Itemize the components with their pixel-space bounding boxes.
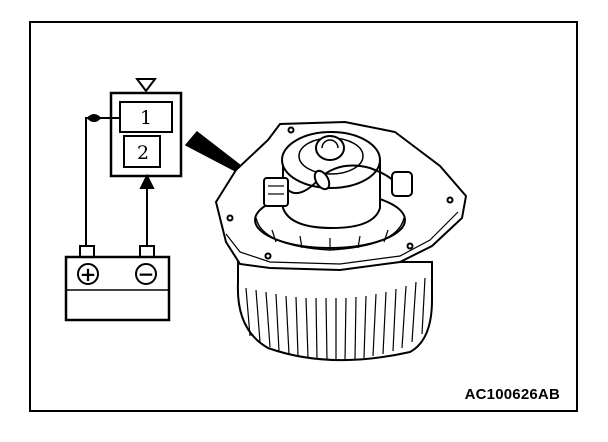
positive-symbol: + xyxy=(80,262,97,286)
battery: + − xyxy=(64,245,171,322)
pin-2-label: 2 xyxy=(137,142,149,164)
pin-1-label: 1 xyxy=(140,107,152,129)
blower-motor xyxy=(214,120,468,362)
battery-negative-terminal-icon xyxy=(135,263,157,285)
connector-marker-icon xyxy=(135,78,157,93)
negative-wire xyxy=(139,173,155,250)
negative-symbol: − xyxy=(138,262,155,286)
battery-positive-terminal-icon xyxy=(77,263,99,285)
figure-id-label: AC100626AB xyxy=(464,386,560,403)
connector: 1 2 xyxy=(109,91,183,178)
connector-pin-2 xyxy=(123,135,161,168)
figure-frame xyxy=(29,21,578,412)
positive-wire xyxy=(85,114,120,250)
